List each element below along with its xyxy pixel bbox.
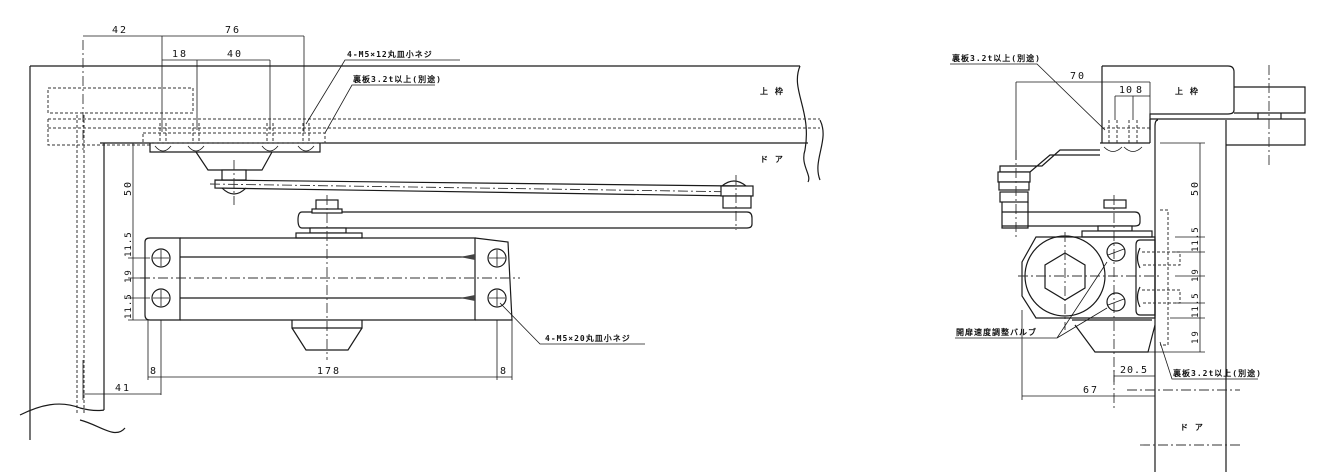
front-view: 42 76 18 40 50 11.5 19 11.5 8 178 8 41 4… xyxy=(19,25,824,440)
side-dim-19-mid: 19 xyxy=(1191,267,1201,282)
jamb-hidden-lines xyxy=(76,115,85,415)
body-right-cap xyxy=(474,237,513,321)
leader-side-backing-bottom xyxy=(1159,341,1258,380)
side-bracket xyxy=(999,142,1150,173)
frame-outline xyxy=(29,65,800,440)
side-dim-70: 70 xyxy=(1070,71,1086,82)
label-body-screws: 4-M5×20丸皿小ネジ xyxy=(545,333,631,343)
side-dim-20-5: 20.5 xyxy=(1120,365,1148,376)
label-side-backing-bottom: 裏板3.2t以上(別途) xyxy=(1172,368,1262,378)
side-label-door: ド ア xyxy=(1180,423,1204,432)
leader-side-backing-top xyxy=(950,63,1106,131)
body-screws xyxy=(151,248,507,308)
label-frame: 上 枠 xyxy=(760,86,784,96)
dim-40: 40 xyxy=(227,49,243,60)
dim-19: 19 xyxy=(124,268,134,283)
leader-backing-plate xyxy=(324,84,435,134)
bracket-screws xyxy=(154,123,315,152)
side-dim-19-bottom: 19 xyxy=(1191,329,1201,344)
dim-42: 42 xyxy=(112,25,128,36)
label-bracket-screws: 4-M5×12丸皿小ネジ xyxy=(347,49,433,59)
dim-76: 76 xyxy=(225,25,241,36)
dim-18: 18 xyxy=(172,49,188,60)
side-view: 70 10 8 50 11.5 19 11.5 19 20.5 67 裏板3.2… xyxy=(950,53,1306,472)
side-body xyxy=(1021,236,1156,319)
dim-8-right: 8 xyxy=(500,366,508,377)
label-backing-plate: 裏板3.2t以上(別途) xyxy=(352,74,442,84)
side-dimensions xyxy=(1015,81,1205,400)
front-dimensions xyxy=(82,35,513,400)
leader-bracket-screws xyxy=(305,59,460,125)
dim-8-left: 8 xyxy=(150,366,158,377)
frame-hidden-lines xyxy=(47,118,820,146)
bracket-plate xyxy=(149,143,321,153)
side-dim-11-5-bottom: 11.5 xyxy=(1191,292,1201,318)
dim-11-5-top: 11.5 xyxy=(124,231,134,257)
label-door: ド ア xyxy=(760,155,784,164)
dim-178: 178 xyxy=(317,366,341,377)
frame-hidden-upper xyxy=(47,87,194,114)
valve-screw-top xyxy=(1106,242,1126,262)
backing-plate-hidden xyxy=(142,132,326,144)
valve-screw-bottom xyxy=(1106,292,1126,312)
label-valve: 開扉速度調整バルブ xyxy=(956,327,1037,337)
dim-41: 41 xyxy=(115,383,131,394)
body-left-cap xyxy=(144,237,181,321)
label-side-backing-top: 裏板3.2t以上(別途) xyxy=(951,53,1041,63)
leader-valve xyxy=(955,261,1108,339)
side-dim-8: 8 xyxy=(1136,85,1144,96)
arm-pivot-cap xyxy=(221,187,247,195)
leader-body-screws xyxy=(499,302,645,345)
side-label-frame: 上 枠 xyxy=(1175,86,1199,96)
speed-valve-housing xyxy=(291,320,363,351)
closer-body xyxy=(180,237,476,321)
side-valve-housing xyxy=(1072,319,1156,353)
side-dim-11-5-top: 11.5 xyxy=(1191,226,1201,252)
dim-50: 50 xyxy=(123,180,134,196)
side-dim-67: 67 xyxy=(1083,385,1099,396)
side-door-face xyxy=(1154,119,1159,472)
side-dim-10: 10 xyxy=(1119,85,1133,96)
side-frame xyxy=(1101,65,1235,143)
side-dim-50: 50 xyxy=(1190,180,1201,196)
forearm xyxy=(297,211,753,229)
dim-11-5-bottom: 11.5 xyxy=(124,293,134,319)
frame-break-line xyxy=(796,65,810,183)
